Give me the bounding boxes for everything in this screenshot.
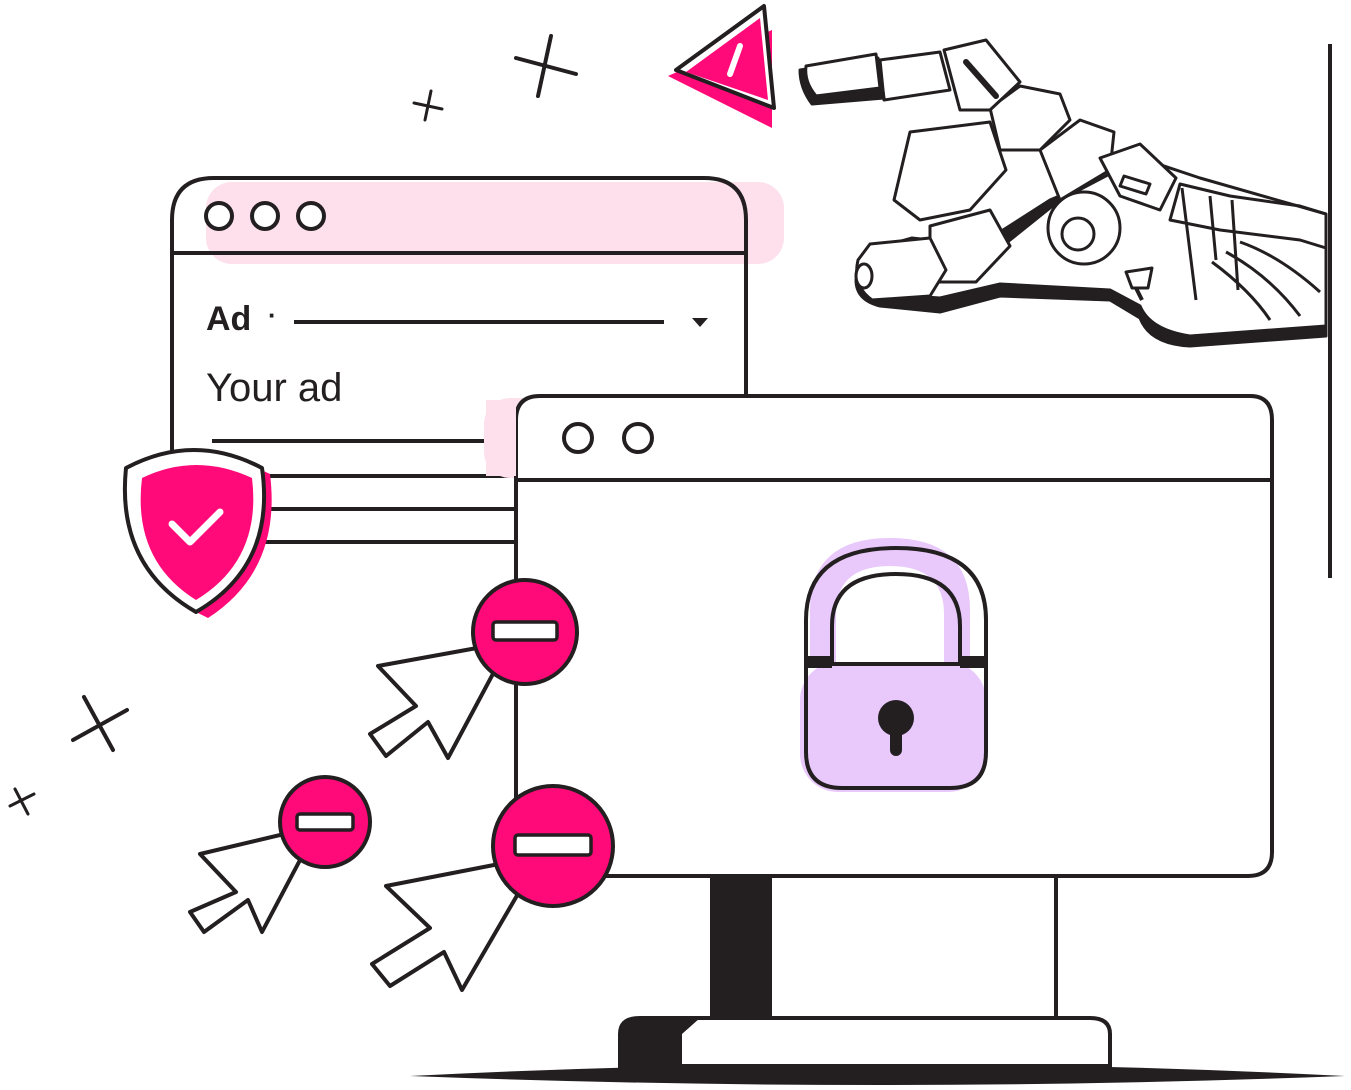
- window-dot: [204, 201, 234, 231]
- monitor-stand: [618, 868, 1112, 1068]
- robot-hand-icon: [798, 38, 1332, 578]
- ground-shadow: [410, 1064, 1345, 1085]
- sparkle-icon: [514, 34, 578, 98]
- monitor-window: [484, 394, 1274, 878]
- padlock-icon: [800, 538, 988, 792]
- warning-triangle-icon: [668, 4, 776, 128]
- sparkle-icon: [412, 89, 444, 122]
- shield-check-icon: [122, 448, 272, 618]
- blocked-cursor-icon: [370, 784, 615, 992]
- ad-input-value[interactable]: Your ad: [206, 366, 343, 410]
- chevron-down-icon[interactable]: [692, 318, 708, 327]
- blocked-cursor-icon: [188, 775, 372, 934]
- sparkle-icon: [8, 787, 36, 816]
- ad-field-label: Ad: [206, 300, 252, 338]
- ad-field-separator: ·: [268, 300, 277, 330]
- window-dot: [296, 201, 326, 231]
- window-dot: [250, 201, 280, 231]
- window-dot: [622, 422, 654, 454]
- blocked-cursor-icon: [368, 578, 579, 760]
- sparkle-icon: [71, 695, 129, 752]
- window-dot: [562, 422, 594, 454]
